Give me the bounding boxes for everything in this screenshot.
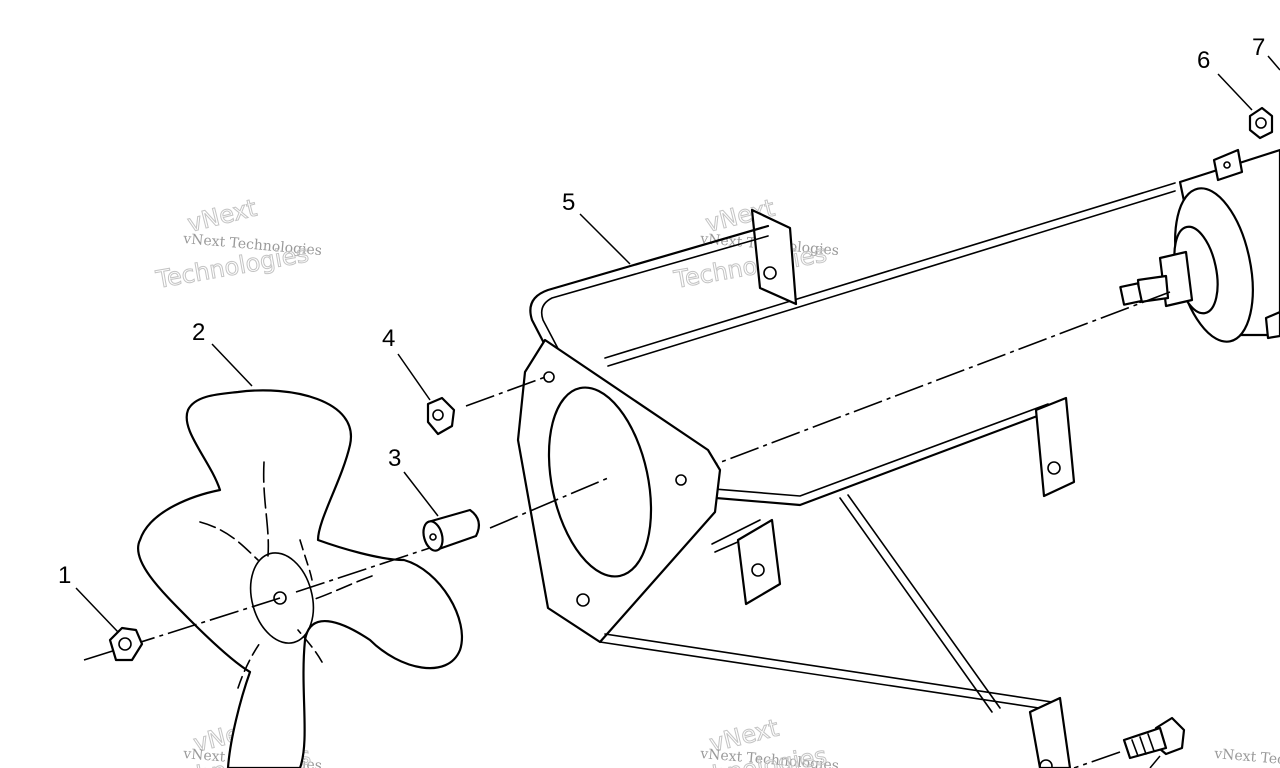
fan-axis-line [83,597,281,661]
spacer [422,508,481,552]
leader-7 [1267,55,1280,71]
callout-1: 1 [58,562,71,589]
watermark-company-line: vNext Technologies [1213,746,1280,768]
callout-5: 5 [562,189,575,216]
leader-6 [1217,73,1253,111]
spacer-axis-line [489,477,609,529]
leader-2 [211,343,253,387]
motor [1119,148,1280,343]
mounting-bracket [516,182,1176,768]
watermark-top-left: vNext vNext Technologies Technologies [153,193,323,294]
leader-5 [579,213,631,265]
nut-axis-line [465,375,549,407]
hex-nut [108,626,144,662]
callouts: 1 2 3 4 5 6 7 [58,34,1265,589]
watermark-bottom-center: vNext vNext Technologies Technologies [671,713,840,768]
leader-1 [75,587,119,633]
leader-4 [397,353,431,401]
motor-axis-line [699,291,1171,471]
bolt [1073,716,1186,768]
callout-4: 4 [382,325,395,352]
callout-2: 2 [192,319,205,346]
leader-bolt [1149,755,1161,768]
watermark-bottom-right: vNext Technologies [1213,746,1280,768]
leader-3 [403,471,439,517]
callout-7: 7 [1252,34,1265,61]
fan-blade [137,389,463,768]
callout-3: 3 [388,445,401,472]
leader-lines [75,55,1280,768]
lock-nut [426,396,456,436]
washer-nut [1248,106,1274,140]
callout-6: 6 [1197,47,1210,74]
